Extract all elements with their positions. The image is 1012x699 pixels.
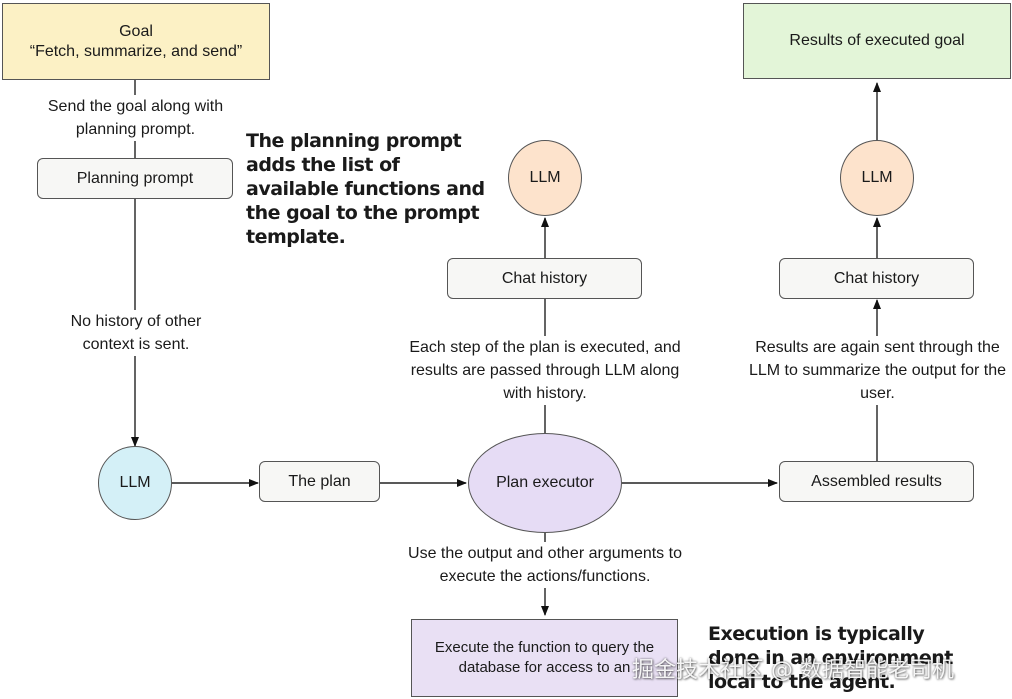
goal-text: “Fetch, summarize, and send” <box>29 42 243 60</box>
chat-history-middle-box: Chat history <box>447 258 642 299</box>
label-send-goal: Send the goal along with planning prompt… <box>33 95 238 141</box>
label-results-again: Results are again sent through the LLM t… <box>745 336 1010 405</box>
goal-title: Goal <box>119 22 153 40</box>
watermark: 掘金技术社区 @ 数据智能老司机 <box>632 658 954 683</box>
the-plan-box: The plan <box>259 461 380 502</box>
label-each-step: Each step of the plan is executed, and r… <box>398 336 692 405</box>
llm-left-node: LLM <box>98 446 172 520</box>
chat-history-right-box: Chat history <box>779 258 974 299</box>
planning-prompt-note: The planning prompt adds the list of ava… <box>246 130 485 248</box>
goal-box: Goal “Fetch, summarize, and send” <box>2 3 270 80</box>
execution-note: Execution is typically done in an enviro… <box>708 623 953 693</box>
planning-prompt-box: Planning prompt <box>37 158 233 199</box>
llm-middle-node: LLM <box>508 140 582 216</box>
llm-right-node: LLM <box>840 140 914 216</box>
label-use-output: Use the output and other arguments to ex… <box>398 542 692 588</box>
plan-executor-node: Plan executor <box>468 433 622 533</box>
label-no-history: No history of other context is sent. <box>58 310 214 356</box>
results-box: Results of executed goal <box>743 3 1011 79</box>
execute-function-box: Execute the function to query the databa… <box>411 619 678 697</box>
assembled-results-box: Assembled results <box>779 461 974 502</box>
